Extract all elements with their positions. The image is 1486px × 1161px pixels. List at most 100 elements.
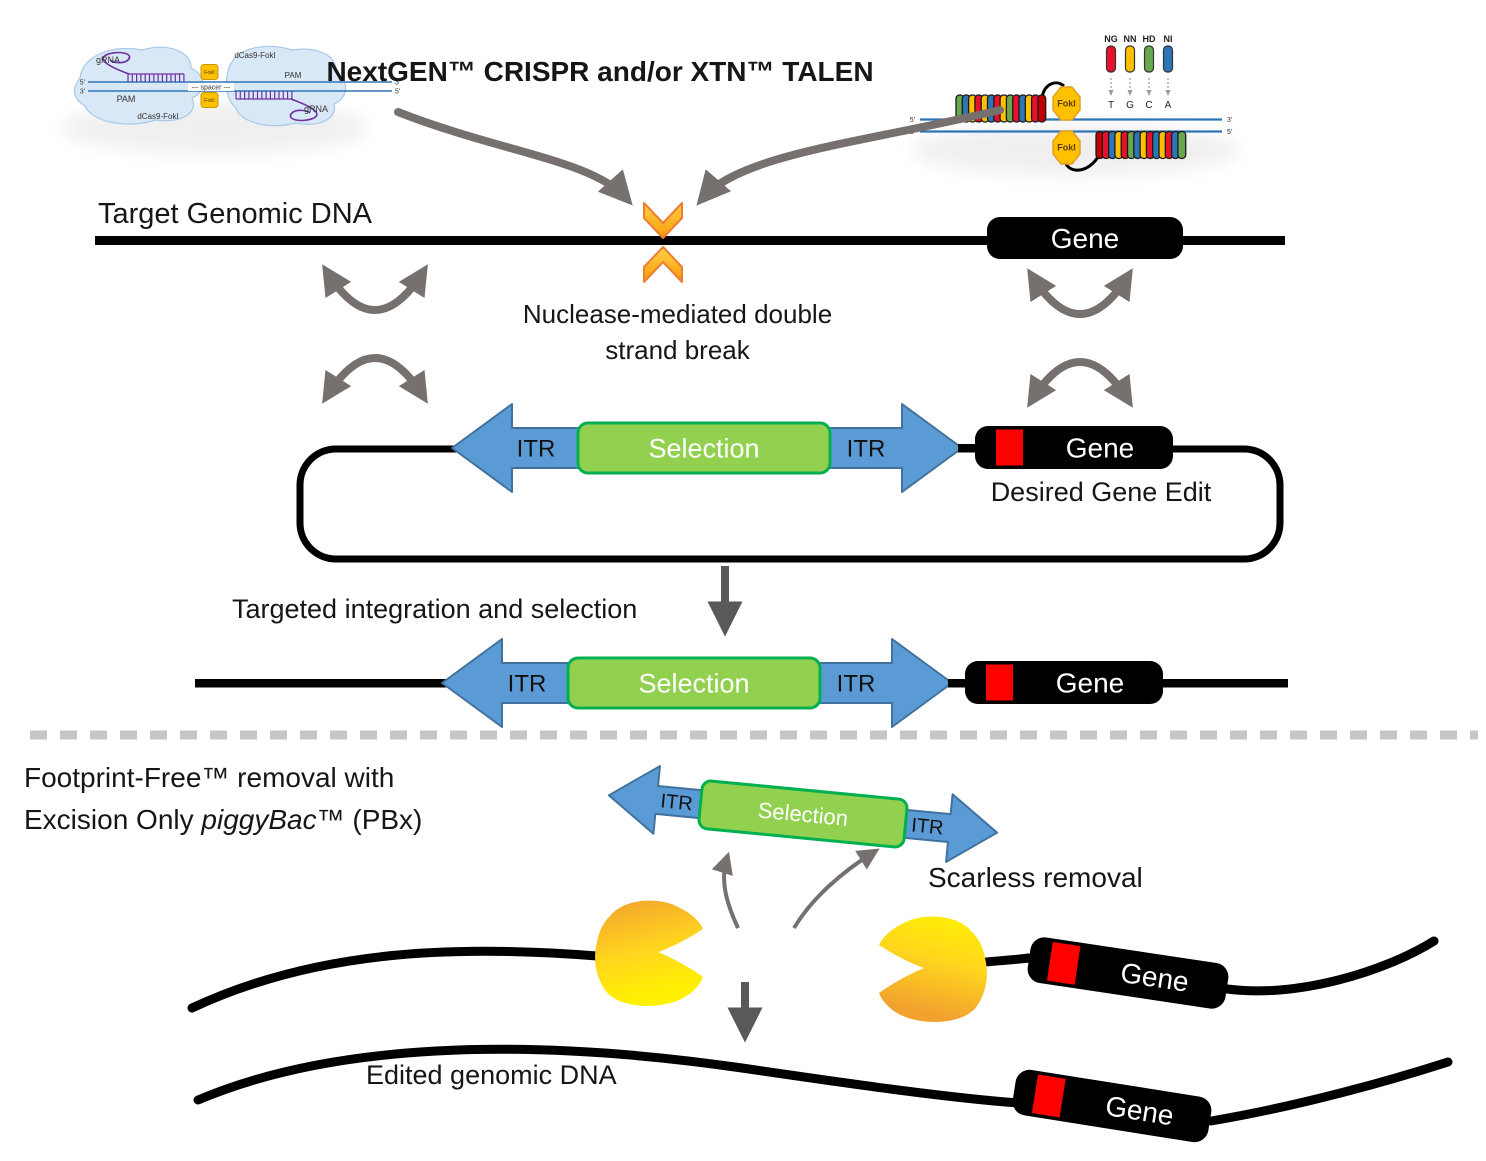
recombination-cross-left	[322, 264, 428, 404]
crispr-illustration: FokI FokI --- spacer --- 5' 3' 3' 5' gRN…	[74, 45, 400, 127]
gene-box-label: Gene	[1056, 667, 1125, 698]
foki-label: FokI	[1057, 99, 1076, 109]
spacer-backdrop	[188, 83, 234, 91]
footprint-free-caption: Footprint-Free™ removal with Excision On…	[24, 757, 422, 841]
dcas9-blob-right	[225, 45, 347, 127]
diagram-title: NextGEN™ CRISPR and/or XTN™ TALEN	[326, 56, 874, 87]
cassette-gene-connector	[958, 444, 978, 453]
strand-end-label: 3'	[1227, 117, 1232, 124]
genomic-line-left	[195, 679, 450, 688]
tale-base-label: A	[1165, 100, 1172, 111]
integrated-locus: ITR ITR Selection Gene	[195, 638, 1288, 728]
footprint-line2-post: (PBx)	[344, 804, 423, 835]
itr-label-right: ITR	[910, 814, 944, 839]
tale-code-label: NI	[1164, 34, 1173, 44]
excision-arrow-left	[711, 851, 740, 929]
nuclease-caption-line2: strand break	[605, 335, 750, 365]
grna-comb-left	[127, 73, 185, 82]
foki-domain-top	[1052, 86, 1081, 121]
spacer-label: --- spacer ---	[192, 84, 232, 91]
selection-marker-box	[566, 656, 822, 710]
tale-base-label: C	[1145, 100, 1152, 111]
tale-linker-bottom	[1064, 156, 1100, 172]
tale-code-capsule	[1143, 45, 1155, 73]
gene-edit-mark	[1031, 1074, 1066, 1118]
gene-box-label: Gene	[1066, 432, 1135, 463]
transposase-left	[595, 900, 703, 1006]
grna-loop-right	[289, 98, 318, 122]
strand-end-label: 5'	[395, 88, 400, 95]
dcas9-label: dCas9-FokI	[137, 112, 178, 121]
footprint-line1: Footprint-Free™ removal with	[24, 762, 395, 793]
strand-end-label: 3'	[80, 88, 85, 95]
tale-code-label: NN	[1124, 34, 1137, 44]
tale-code-arrowhead	[1108, 90, 1114, 96]
selection-label: Selection	[648, 433, 759, 463]
tale-repeat-disc	[1037, 94, 1047, 123]
tale-code-legend: NG T NN G HD C NI A	[1104, 34, 1174, 111]
talen-to-cutsite-arrow	[696, 106, 1004, 206]
pam-label: PAM	[117, 94, 136, 104]
cassette-gene-connector	[948, 679, 968, 688]
gene-box-edited-group: Gene	[1012, 1069, 1212, 1143]
recombination-cross-right	[1027, 268, 1133, 408]
target-dna-label: Target Genomic DNA	[98, 198, 372, 230]
strand-end-label: 5'	[1227, 129, 1232, 136]
tale-base-label: G	[1126, 100, 1134, 111]
edited-dna-curve-left	[193, 1044, 1023, 1108]
dcas9-blob-left	[74, 46, 204, 125]
tale-code-arrowhead	[1165, 90, 1171, 96]
integration-step-label: Targeted integration and selection	[232, 594, 638, 624]
foki-label: FokI	[204, 70, 215, 76]
foki-label: FokI	[1057, 143, 1076, 153]
foki-domain-bottom	[1052, 130, 1081, 165]
nuclease-caption-line1: Nuclease-mediated double	[522, 299, 833, 329]
grna-comb-right	[235, 91, 293, 100]
gene-edit-mark	[996, 429, 1023, 466]
crispr-to-cutsite-arrow	[394, 108, 633, 206]
strand-end-label: 5'	[910, 117, 915, 124]
gene-box-genomic	[987, 217, 1183, 259]
pam-label: PAM	[285, 71, 302, 80]
cut-chevron-down	[643, 202, 683, 239]
grna-loop-left	[102, 51, 131, 75]
gene-box-label: Gene	[1051, 223, 1120, 254]
selection-marker-box	[576, 421, 832, 475]
tale-repeat-array-bottom	[1095, 130, 1187, 160]
strand-end-label: 5'	[80, 79, 85, 86]
gene-box-donor	[975, 426, 1173, 469]
tale-code-capsule	[1105, 45, 1117, 73]
scarless-removal-label: Scarless removal	[928, 862, 1143, 893]
selection-label: Selection	[638, 668, 749, 698]
transposase-right	[879, 916, 987, 1022]
itr-label-left: ITR	[517, 435, 556, 462]
edited-dna-label: Edited genomic DNA	[366, 1060, 617, 1090]
gene-box-integrated	[965, 661, 1163, 704]
gene-box-post-excision-group: Gene	[1027, 937, 1229, 1009]
grna-label: gRNA	[304, 104, 328, 114]
tale-code-capsule	[1124, 45, 1136, 73]
foki-label: FokI	[204, 98, 215, 104]
excision-arrow-right	[792, 848, 880, 930]
tale-code-label: HD	[1143, 34, 1156, 44]
genomic-curve-left	[187, 946, 602, 1013]
cut-chevron-up	[643, 246, 683, 283]
tale-code-arrowhead	[1127, 90, 1133, 96]
dcas9-label: dCas9-FokI	[234, 51, 275, 60]
itr-label-right: ITR	[847, 435, 886, 462]
gene-edit-mark	[1046, 942, 1081, 985]
desired-gene-edit-label: Desired Gene Edit	[990, 477, 1212, 507]
footprint-line2-pre: Excision Only	[24, 804, 202, 835]
footprint-line2: Excision Only piggyBac™ (PBx)	[24, 799, 422, 841]
foki-domain-bottom	[200, 92, 219, 108]
strand-end-label: 3'	[395, 79, 400, 86]
tale-code-label: NG	[1104, 34, 1118, 44]
selection-marker-box	[697, 779, 909, 849]
tale-base-label: T	[1108, 100, 1114, 111]
gene-edit-mark	[986, 664, 1013, 701]
tale-repeat-disc	[1177, 130, 1187, 160]
itr-label-left: ITR	[508, 670, 547, 697]
piggybac-name: piggyBac™	[201, 804, 345, 835]
